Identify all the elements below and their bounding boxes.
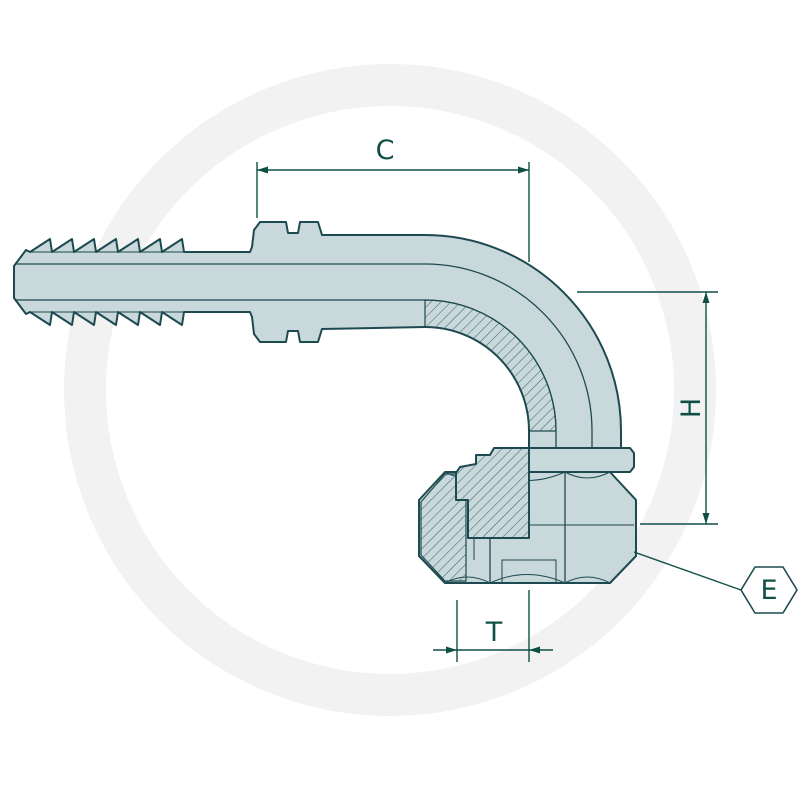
dimension-c-arrow-right <box>518 166 529 174</box>
hex-size-label: E <box>760 575 777 606</box>
dimension-t-label: T <box>485 617 503 648</box>
dimension-h: H <box>577 291 718 525</box>
hex-callout-shape <box>740 566 798 614</box>
dimension-h-arrow-top <box>702 292 710 303</box>
watermark-ring <box>64 64 716 716</box>
dimension-h-label: H <box>676 398 707 418</box>
dimension-t-arrow-left <box>446 646 457 654</box>
dimension-t: T <box>433 590 553 662</box>
hex-size-callout: E <box>633 551 798 614</box>
dimension-c-arrow-left <box>257 166 268 174</box>
dimension-c: C <box>256 135 530 262</box>
dimension-c-label: C <box>376 135 395 166</box>
hex-callout-leader-line <box>633 551 742 591</box>
dimension-h-arrow-bottom <box>702 513 710 524</box>
fitting-body <box>13 221 637 584</box>
bend-section-hatch <box>424 299 557 432</box>
dimension-t-arrow-right <box>529 646 540 654</box>
